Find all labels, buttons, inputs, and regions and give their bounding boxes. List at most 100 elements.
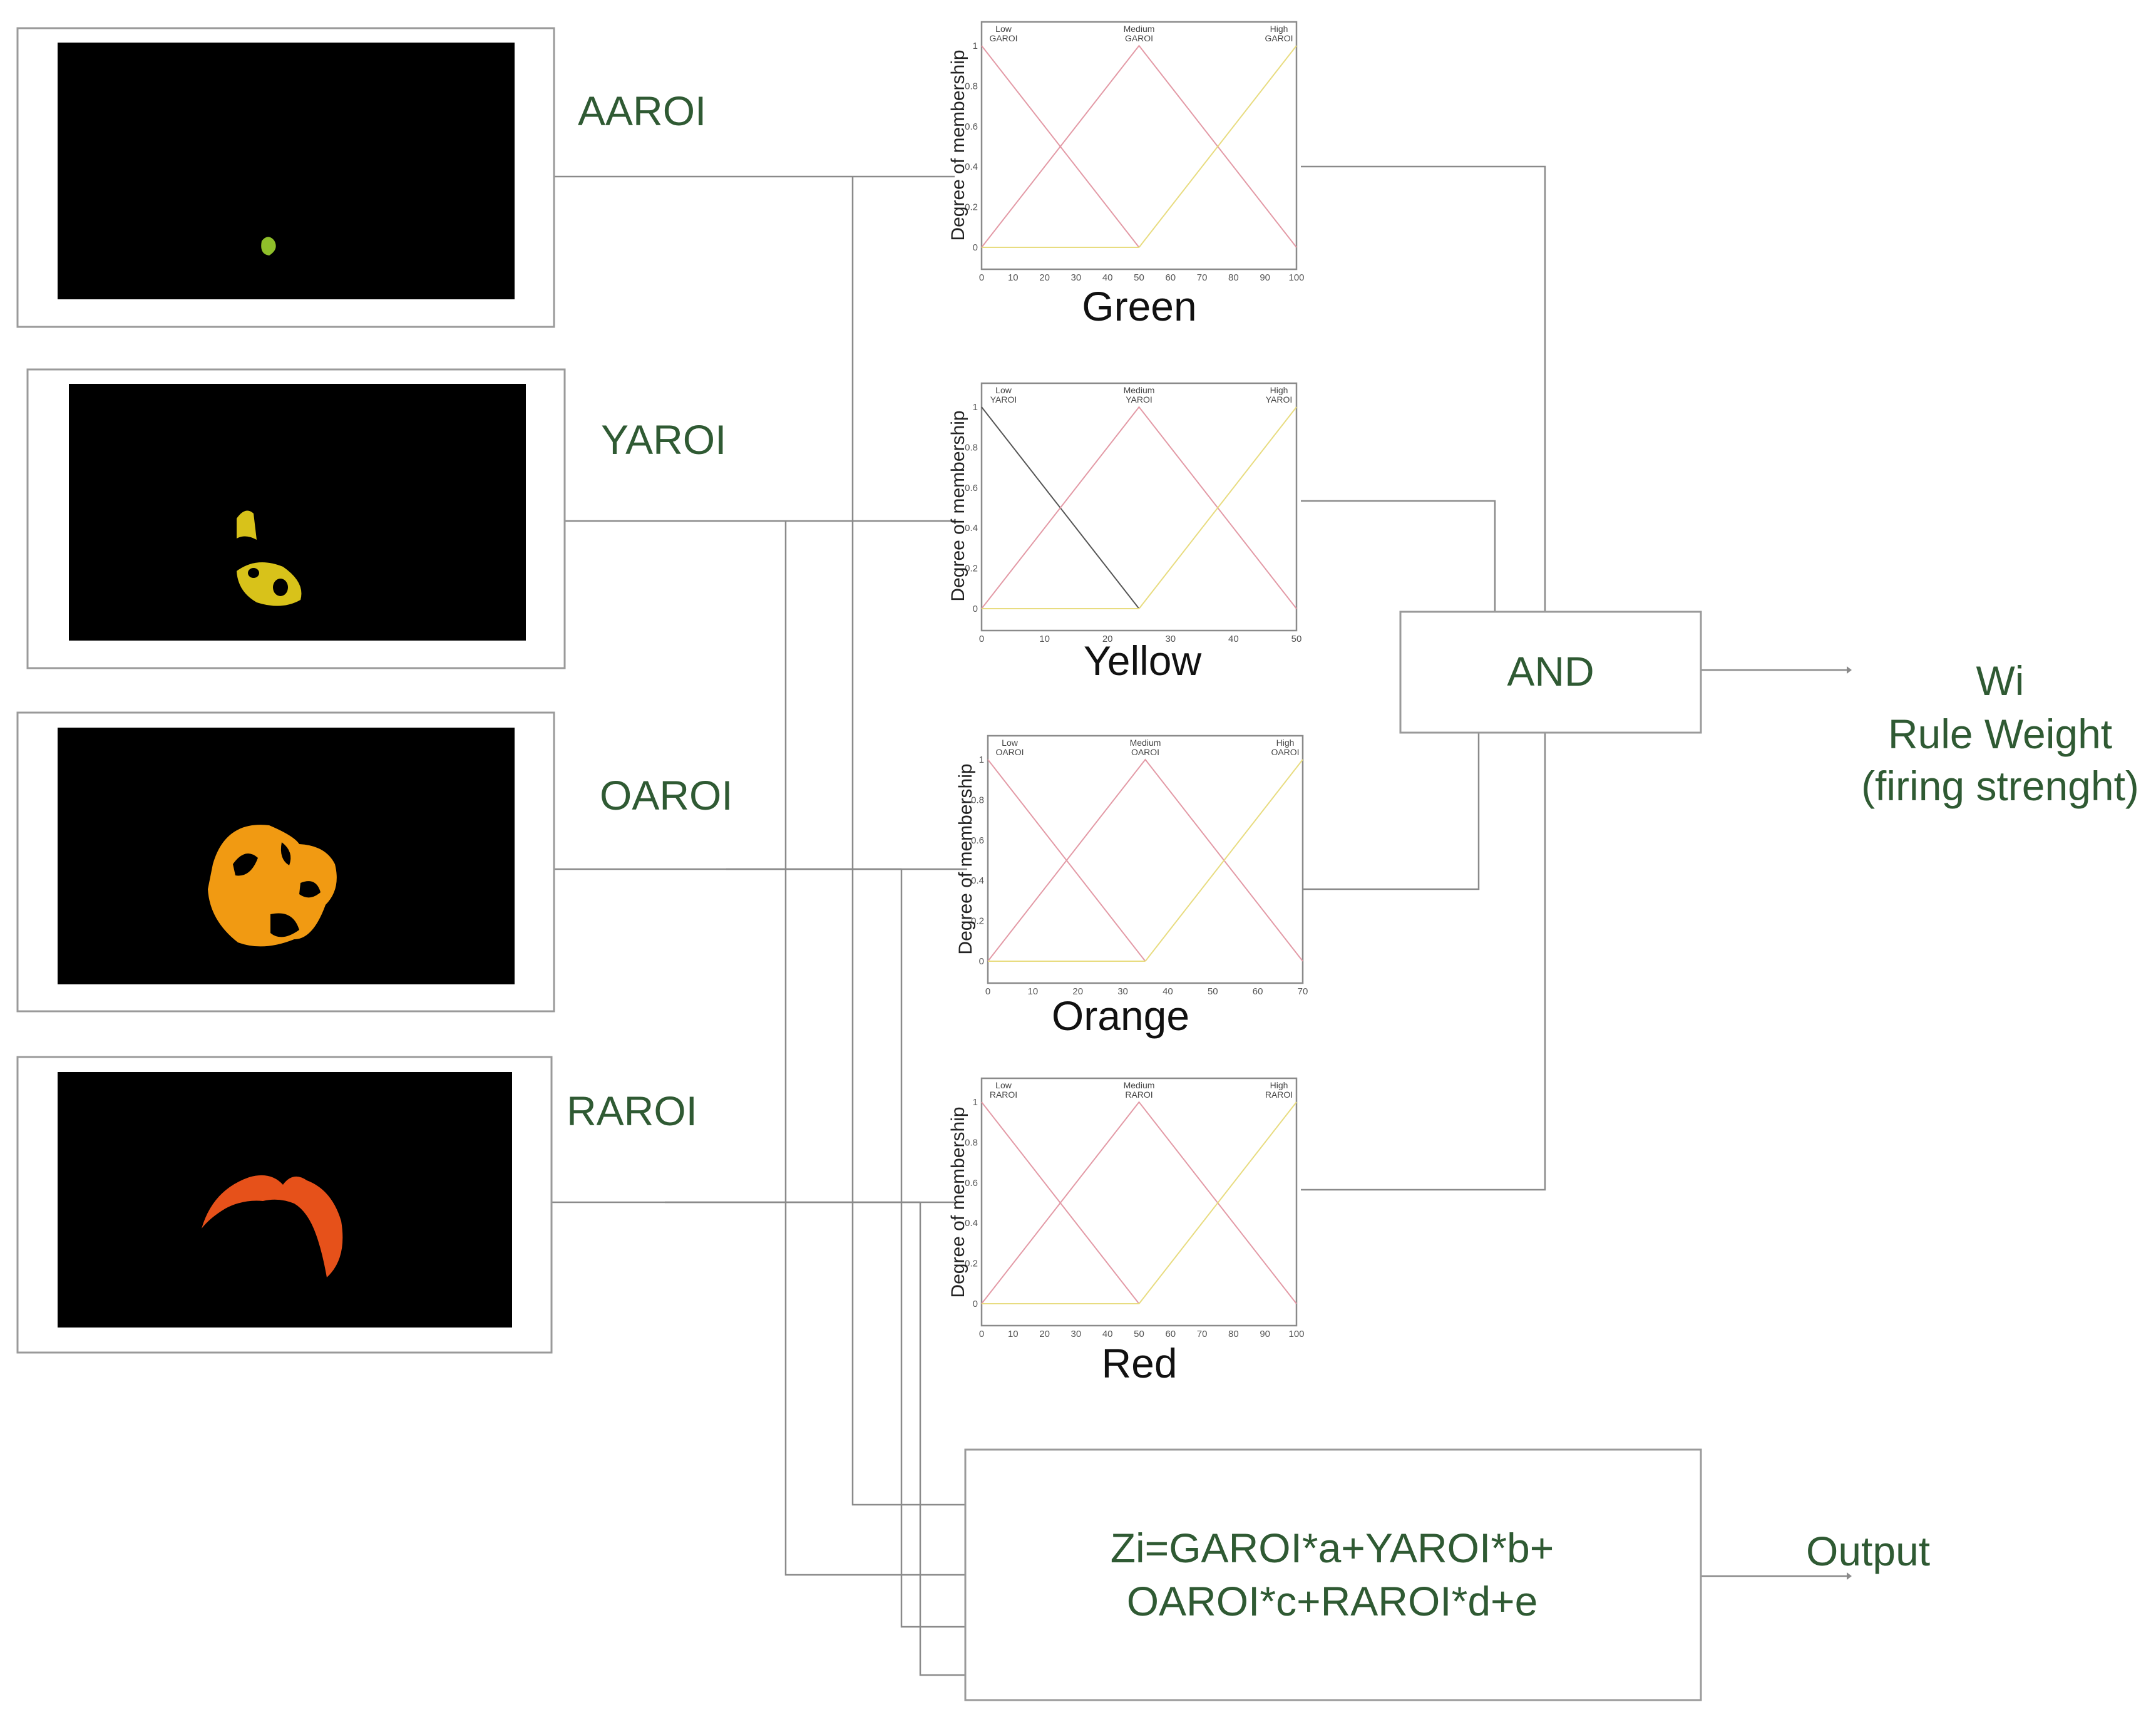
x-tick: 40 (1228, 634, 1239, 644)
mf-medium-line (987, 758, 1303, 962)
y-tick: 1 (973, 41, 978, 51)
and-operator: AND (1399, 611, 1702, 734)
x-tick: 30 (1165, 634, 1176, 644)
y-tick-labels: 00.20.40.60.81 (965, 1097, 978, 1309)
y-tick: 0 (973, 242, 978, 253)
y-tick: 0.2 (971, 916, 984, 927)
y-tick: 0.4 (965, 1218, 978, 1229)
mf-medium-line (981, 406, 1297, 609)
x-tick: 50 (1208, 986, 1218, 997)
x-tick: 0 (979, 634, 984, 644)
membership-curves (987, 758, 1303, 962)
input-label: OAROI (600, 772, 733, 818)
blob-orange-region (208, 825, 337, 947)
arrow-head (1847, 666, 1852, 674)
mf-high-line (1144, 759, 1303, 962)
firing-strength-text: (firing strenght) (1861, 763, 2139, 809)
wire-aaroi-to-output (851, 177, 965, 1506)
wire-oaroi-to-output (900, 869, 965, 1628)
x-tick: 30 (1117, 986, 1128, 997)
thumbnail-image (58, 43, 515, 299)
blob-hole (273, 579, 288, 596)
output-function: Zi=GAROI*a+YAROI*b+ OAROI*c+RAROI*d+e (964, 1448, 1702, 1701)
plot-title: Green (1082, 283, 1196, 329)
y-tick: 0.2 (965, 564, 978, 574)
plot-frame (987, 735, 1304, 984)
y-tick: 1 (973, 402, 978, 413)
x-tick: 60 (1165, 1329, 1176, 1339)
x-tick: 0 (979, 1329, 984, 1339)
y-axis-label: Degree of membership (948, 49, 968, 240)
x-tick: 20 (1072, 986, 1083, 997)
blob-green-region (261, 237, 276, 255)
plot-frame (980, 21, 1298, 271)
blob-hole (248, 568, 259, 578)
x-tick: 10 (1008, 272, 1019, 283)
x-tick: 80 (1228, 272, 1239, 283)
plot-title: Orange (1052, 992, 1189, 1039)
x-tick: 30 (1071, 272, 1082, 283)
y-axis-label: Degree of membership (948, 1106, 968, 1297)
y-tick: 0.6 (971, 835, 984, 846)
input-yaroi: YAROI (26, 368, 726, 669)
rule-weight-text: Rule Weight (1888, 711, 2112, 757)
arrow-head (1847, 1572, 1852, 1580)
output-box (964, 1448, 1702, 1701)
x-tick: 70 (1197, 1329, 1208, 1339)
wire-yaroi-to-output (784, 521, 965, 1576)
y-tick: 0 (979, 956, 984, 967)
x-tick: 40 (1163, 986, 1173, 997)
x-tick: 20 (1102, 634, 1113, 644)
wire-yellow-to-and (1301, 500, 1496, 612)
wire-orange-to-and (1301, 733, 1480, 890)
y-tick: 0 (973, 1299, 978, 1309)
blob-hole (233, 853, 258, 876)
membership-curves (981, 406, 1297, 609)
blob-red-region (202, 1175, 343, 1277)
x-tick: 40 (1102, 1329, 1113, 1339)
membership-curves (981, 1101, 1297, 1304)
x-tick: 100 (1288, 1329, 1304, 1339)
x-tick: 10 (1008, 1329, 1019, 1339)
x-tick: 30 (1071, 1329, 1082, 1339)
x-tick: 70 (1298, 986, 1308, 997)
x-tick: 0 (985, 986, 990, 997)
blob-hole (280, 842, 291, 865)
x-tick: 20 (1039, 1329, 1050, 1339)
formula-line-1: Zi=GAROI*a+YAROI*b+ (1111, 1525, 1554, 1571)
input-oaroi: OAROI (16, 711, 733, 1013)
input-label: YAROI (601, 416, 726, 463)
x-tick: 20 (1039, 272, 1050, 283)
mf-medium-line (981, 1101, 1297, 1304)
thumbnail-image (69, 384, 526, 641)
x-tick: 50 (1134, 272, 1144, 283)
y-tick-labels: 00.20.40.60.81 (965, 402, 978, 614)
wi-label: Wi (1976, 657, 2025, 704)
input-label: RAROI (567, 1088, 697, 1134)
formula-line-2: OAROI*c+RAROI*d+e (1127, 1578, 1538, 1624)
output-label: Output (1806, 1528, 1930, 1574)
mf-medium-line (981, 44, 1297, 248)
wire-raroi-to-output (919, 1202, 965, 1676)
input-aaroi: AAROI (16, 27, 706, 328)
x-tick: 50 (1134, 1329, 1144, 1339)
blob-hole (299, 881, 321, 898)
y-tick: 0.8 (971, 795, 984, 805)
x-tick: 40 (1102, 272, 1113, 283)
y-tick: 0 (973, 604, 978, 614)
and-label: AND (1507, 648, 1594, 694)
